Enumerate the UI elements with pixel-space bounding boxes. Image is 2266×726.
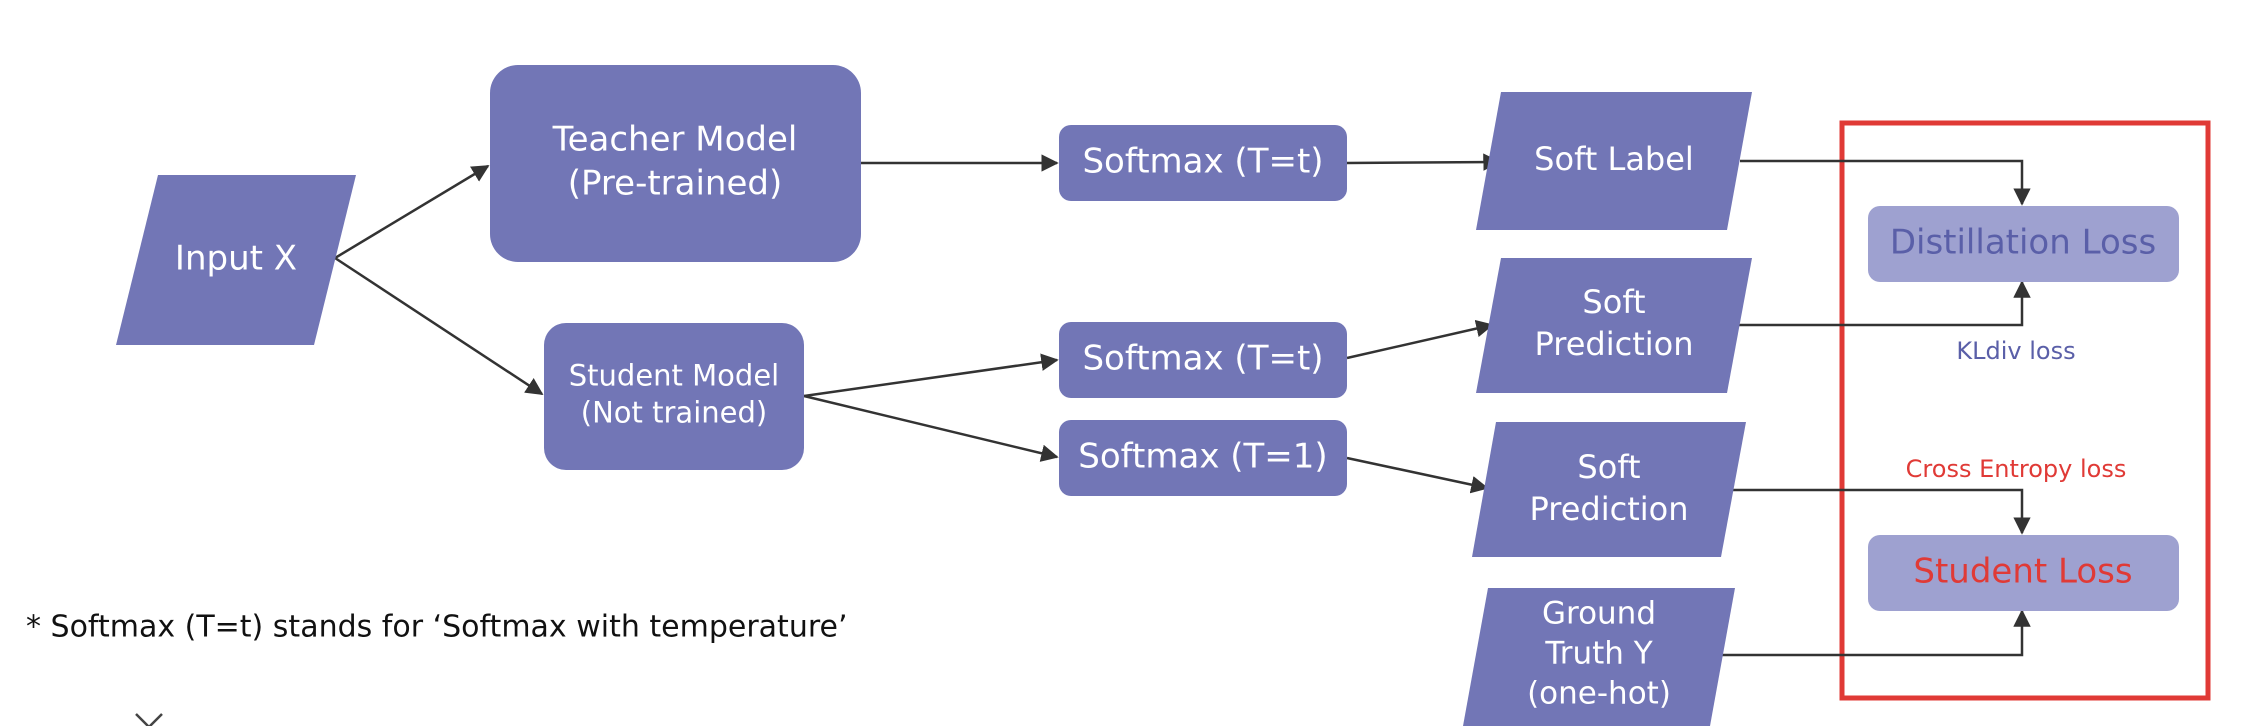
edge-softpred-distill: [1730, 280, 2031, 327]
teacher-shape: [490, 65, 861, 262]
label-line: (Pre-trained): [568, 164, 783, 204]
edge-input-teacher: [334, 164, 490, 260]
soft-label-shape: [1476, 92, 1752, 230]
softmax-teacher-node: Softmax (T=t): [1059, 125, 1347, 201]
edge-input-student: [334, 256, 544, 396]
cross-entropy-loss-label: Cross Entropy loss: [1906, 455, 2127, 483]
softmax-student-1-node: Softmax (T=1): [1059, 420, 1347, 496]
student-loss-node: Student Loss: [1868, 535, 2179, 611]
label-line: Input X: [175, 239, 297, 279]
label-line: Student Loss: [1913, 552, 2132, 592]
label-line: Prediction: [1530, 490, 1689, 528]
label-line: (Not trained): [581, 396, 767, 430]
edge-softmax-1-softpred: [1346, 456, 1489, 494]
edges: [334, 153, 2031, 657]
label-line: Soft Label: [1534, 140, 1694, 178]
teacher-node: Teacher Model(Pre-trained): [490, 65, 861, 262]
footnote: * Softmax (T=t) stands for ‘Softmax with…: [26, 610, 848, 645]
edge-softlabel-distill: [1740, 159, 2031, 206]
student-node: Student Model(Not trained): [544, 323, 804, 470]
label-line: Softmax (T=1): [1078, 437, 1327, 477]
softmax-student-1-shape: [1059, 420, 1347, 496]
kl-loss-label: KLdiv loss: [1956, 337, 2075, 365]
label-line: Softmax (T=t): [1082, 142, 1323, 182]
student-shape: [544, 323, 804, 470]
label-line: Distillation Loss: [1890, 223, 2156, 263]
label-line: Truth Y: [1544, 636, 1652, 672]
close-icon: [135, 713, 163, 726]
soft-label-label: Soft Label: [1534, 140, 1694, 178]
label-line: Softmax (T=t): [1082, 339, 1323, 379]
softmax-teacher-label: Softmax (T=t): [1082, 142, 1323, 182]
softmax-student-t-label: Softmax (T=t): [1082, 339, 1323, 379]
distillation-loss-shape: [1868, 206, 2179, 282]
soft-prediction-1-shape: [1472, 422, 1746, 557]
edge-softmax-t-softpred: [1346, 319, 1494, 360]
distillation-loss-node: Distillation Loss: [1868, 206, 2179, 282]
label-line: Prediction: [1535, 325, 1694, 363]
student-loss-label: Student Loss: [1913, 552, 2132, 592]
distillation-loss-label: Distillation Loss: [1890, 223, 2156, 263]
label-line: Soft: [1577, 448, 1640, 486]
loss-highlight-box: [1839, 120, 2211, 701]
label-line: Ground: [1542, 596, 1656, 632]
label-line: Student Model: [569, 359, 779, 393]
softmax-student-1-label: Softmax (T=1): [1078, 437, 1327, 477]
softmax-student-t-node: Softmax (T=t): [1059, 322, 1347, 398]
student-label: Student Model(Not trained): [569, 359, 779, 430]
soft-label-node: Soft Label: [1476, 92, 1752, 230]
input-label: Input X: [175, 239, 297, 279]
edge-groundtruth-studentloss: [1715, 609, 2031, 657]
teacher-label: Teacher Model(Pre-trained): [552, 120, 798, 204]
student-loss-shape: [1868, 535, 2179, 611]
ground-truth-shape: [1463, 588, 1735, 726]
softmax-student-t-shape: [1059, 322, 1347, 398]
label-line: Soft: [1582, 283, 1645, 321]
softmax-teacher-shape: [1059, 125, 1347, 201]
input-node: Input X: [116, 175, 356, 345]
label-line: (one-hot): [1527, 676, 1671, 712]
edge-student-softmax-t: [803, 353, 1059, 398]
edge-student-softmax-1: [803, 394, 1059, 462]
soft-prediction-t-shape: [1476, 258, 1752, 393]
input-shape: [116, 175, 356, 345]
edge-softpred-studentloss: [1725, 488, 2031, 535]
label-line: Teacher Model: [552, 120, 798, 160]
edge-softmax-softlabel: [1346, 153, 1501, 171]
